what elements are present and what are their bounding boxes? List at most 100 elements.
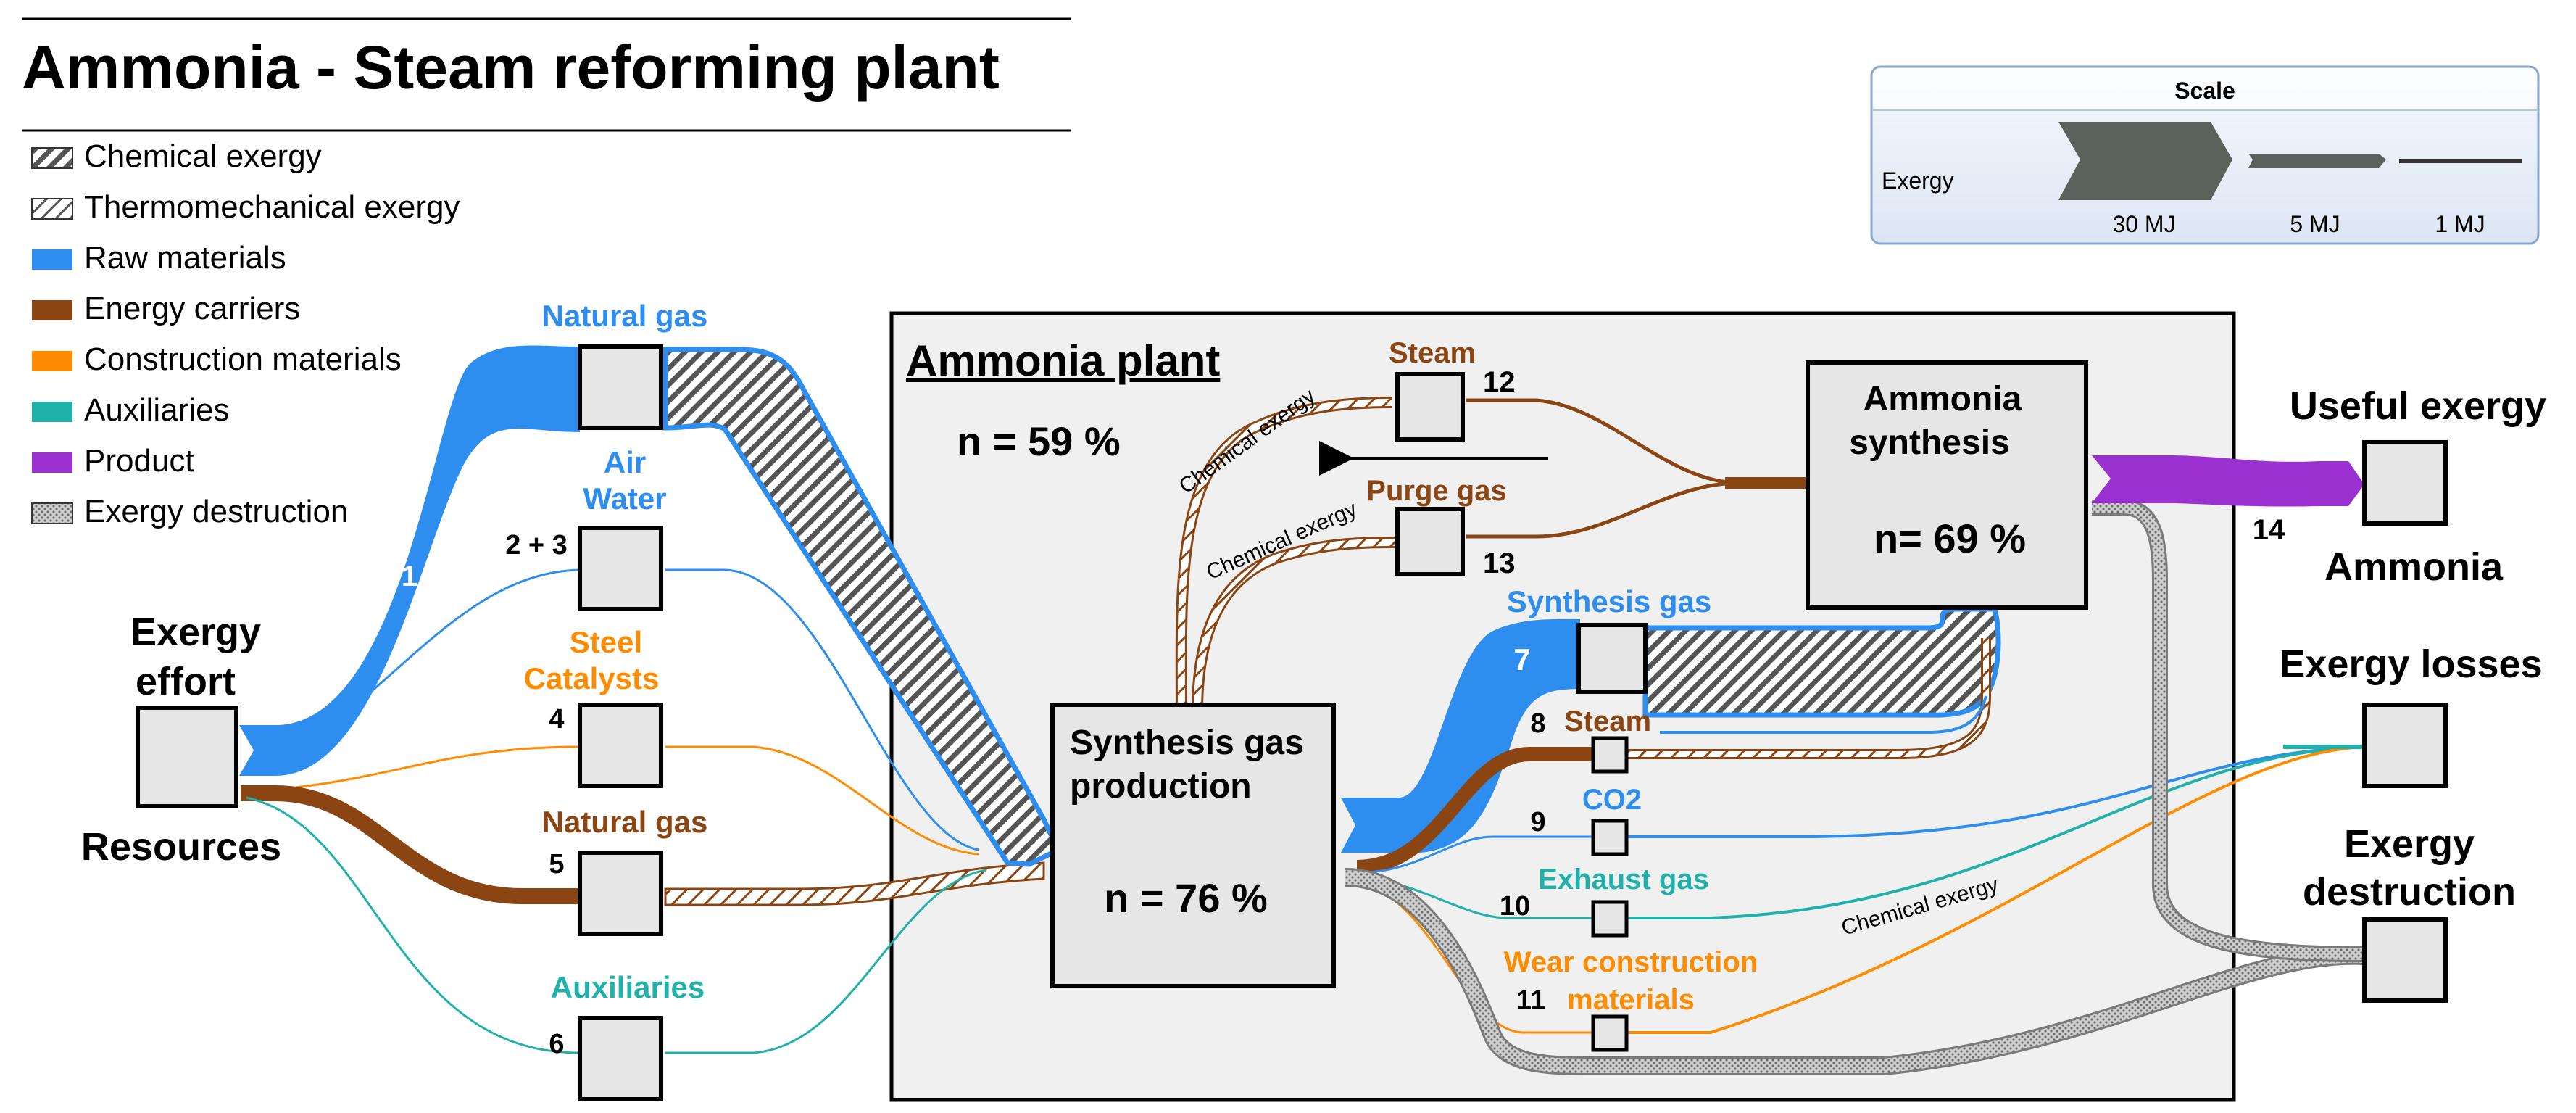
steam-8-box: [1591, 736, 1629, 774]
input-label-line1: Steel: [570, 625, 642, 659]
input-label: Natural gas: [542, 299, 708, 333]
input-box: [578, 526, 663, 611]
exergy-losses-title: Exergy losses: [2279, 642, 2542, 686]
ammonia-synthesis-title-line1: Ammonia: [1864, 380, 2022, 418]
flow-9-number: 9: [1530, 807, 1545, 837]
flow-number: 5: [549, 849, 564, 880]
flow-12-steam-chemical-inner: [1177, 399, 1392, 711]
flow-11-number: 11: [1516, 985, 1545, 1016]
input-box: [578, 1016, 663, 1101]
output-useful-exergy: Useful exergy 14 Ammonia: [2253, 384, 2546, 589]
scale-item-label: 1 MJ: [2435, 211, 2485, 237]
synthesis-gas-label: Synthesis gas: [1507, 584, 1711, 618]
useful-exergy-box: [2362, 440, 2448, 526]
wear-label-line1: Wear construction: [1504, 946, 1758, 978]
ammonia-synthesis-efficiency: n= 69 %: [1874, 516, 2026, 561]
input-label: Auxiliaries: [551, 970, 705, 1004]
co2-box: [1591, 819, 1629, 856]
ammonia-synthesis-title-line2: synthesis: [1849, 423, 2009, 462]
sgp-title-line1: Synthesis gas: [1070, 724, 1304, 762]
flow-5-to-sgp: [664, 861, 1045, 906]
flow-9-co2: [1353, 835, 1592, 874]
flow-6-auxiliaries: [246, 796, 581, 1054]
input-box: [578, 344, 663, 430]
input-node-auxiliaries: Auxiliaries 6: [549, 970, 705, 1101]
steam-12-label: Steam: [1389, 337, 1476, 369]
input-label: Natural gas: [542, 805, 708, 839]
sgp-title-line2: production: [1070, 767, 1252, 806]
legend-swatch-thermo: [31, 198, 73, 220]
scale-arrow-30mj: [2058, 122, 2232, 200]
legend-label: Construction materials: [84, 342, 402, 377]
input-label-line2: Catalysts: [524, 661, 660, 695]
flow-synthesis-destruction-fill: [2092, 502, 2365, 960]
flow-synthesis-blue-return: [1660, 695, 1987, 734]
plant-title: Ammonia plant: [906, 336, 1220, 385]
flow-8-thermo-loop-inner: [1602, 638, 1989, 757]
page-title: Ammonia - Steam reforming plant: [22, 33, 1000, 102]
exergy-destruction-box: [2362, 917, 2448, 1003]
resources-box: [136, 706, 238, 808]
legend-swatch-auxiliaries: [32, 402, 72, 422]
flow-14-number: 14: [2253, 514, 2285, 546]
flow-number: 4: [549, 704, 564, 735]
plant-efficiency: n = 59 %: [957, 418, 1121, 464]
flow-number: 1: [402, 560, 417, 592]
flow-2-3-to-sgp: [665, 568, 979, 851]
flow-13-purge-chemical-inner: [1194, 539, 1395, 711]
flow-10-to-losses: [1624, 745, 2365, 919]
scale-item-label: 30 MJ: [2112, 211, 2175, 237]
flow-4-construction: [246, 745, 581, 793]
legend-label: Auxiliaries: [84, 392, 230, 428]
flow-7-number: 7: [1513, 642, 1530, 677]
flow-12-to-synthesis: [1466, 398, 1740, 485]
sgp-efficiency: n = 76 %: [1104, 875, 1268, 921]
useful-exergy-sub: Ammonia: [2324, 545, 2504, 589]
flow-14-product: [2092, 455, 2364, 507]
steam-12-box: [1395, 372, 1465, 442]
flow-number: 6: [549, 1029, 564, 1059]
co2-label: CO2: [1582, 784, 1642, 816]
legend-label: Raw materials: [84, 240, 286, 276]
flow-1-raw: [239, 345, 580, 776]
legend-label: Energy carriers: [84, 291, 300, 326]
resources-title-line2: effort: [136, 660, 236, 703]
sgp-box: [1050, 703, 1336, 988]
input-node-natural-gas-5: Natural gas 5: [542, 805, 708, 936]
output-exergy-destruction: Exergy destruction: [2303, 822, 2516, 1003]
scale-item-label: 5 MJ: [2290, 211, 2340, 237]
scale-arrow-5mj: [2248, 154, 2386, 168]
exergy-destruction-line2: destruction: [2303, 870, 2516, 914]
wear-box: [1591, 1014, 1629, 1052]
exhaust-label: Exhaust gas: [1538, 864, 1709, 895]
flow-7-to-synthesis: [1642, 606, 2001, 718]
legend: Chemical exergy Thermomechanical exergy …: [31, 138, 460, 529]
legend-swatch-energy: [32, 300, 72, 320]
flow-sgp-destruction-fill: [1345, 870, 2365, 1073]
ammonia-synthesis-box: [1806, 360, 2088, 610]
steam-12-number: 12: [1483, 366, 1516, 398]
steam-8-label: Steam: [1564, 706, 1651, 737]
flow-8-number: 8: [1530, 708, 1545, 739]
output-exergy-losses: Exergy losses: [2279, 642, 2543, 788]
flow-13-to-synthesis: [1466, 481, 1740, 539]
exergy-losses-box: [2362, 703, 2448, 788]
flow-11-to-losses: [1624, 745, 2365, 1034]
scale-box: Scale Exergy 30 MJ 5 MJ 1 MJ: [1870, 65, 2540, 245]
flow-5-energy: [241, 785, 580, 904]
flow-10-number: 10: [1500, 891, 1530, 922]
legend-label: Chemical exergy: [84, 138, 322, 174]
input-box: [578, 703, 663, 788]
input-node-natural-gas-1: Natural gas 1: [402, 299, 708, 592]
legend-label: Thermomechanical exergy: [84, 189, 460, 225]
resources-node: Exergy effort Resources: [81, 611, 281, 869]
flow-6-to-sgp: [665, 869, 986, 1054]
resources-title-line1: Exergy: [130, 611, 261, 654]
legend-swatch-destruction: [31, 502, 73, 524]
flow-2-3-raw: [246, 568, 581, 774]
resources-label: Resources: [81, 825, 281, 869]
legend-swatch-product: [32, 452, 72, 473]
flow-7-raw: [1341, 618, 1580, 853]
wear-label-line2: materials: [1567, 984, 1695, 1016]
